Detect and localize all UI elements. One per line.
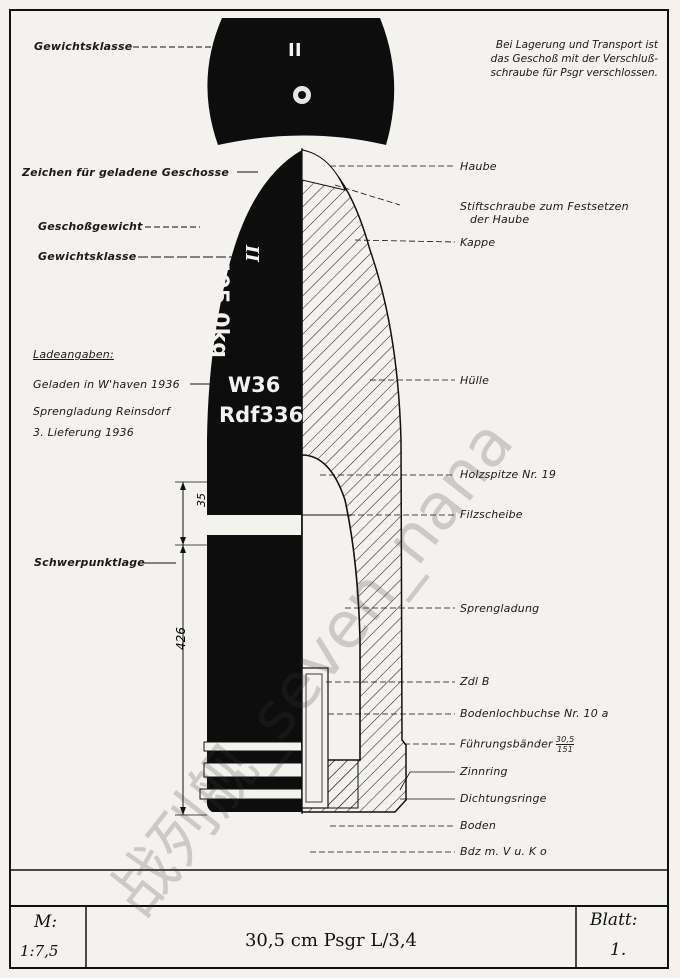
label-weight-class: Gewichtsklasse: [38, 250, 137, 263]
drawing-title: 30,5 cm Psgr L/3,4: [244, 930, 418, 951]
w-code-mark: W36: [228, 373, 281, 397]
label-cap2: Kappe: [460, 236, 496, 249]
label-shell-weight: Geschoßgewicht: [38, 220, 143, 233]
top-weight-class-mark: II: [288, 40, 302, 61]
label-base-fuze: Bdz m. V u. K o: [460, 845, 547, 858]
label-explosive-line2: 3. Lieferung 1936: [33, 426, 134, 439]
label-center-of-gravity: Schwerpunktlage: [34, 556, 145, 569]
label-cap: Haube: [460, 160, 497, 173]
label-setscrew-line1: Stiftschraube zum Festsetzen: [460, 200, 629, 213]
scale-label: M:: [34, 912, 58, 932]
label-base: Boden: [460, 819, 496, 832]
scale-value: 1:7,5: [20, 942, 59, 960]
label-felt-disc: Filzscheibe: [460, 508, 523, 521]
label-zdl: Zdl B: [460, 675, 490, 688]
label-body: Hülle: [460, 374, 490, 387]
weight-band: [207, 515, 302, 535]
shell-exterior: [206, 150, 302, 812]
label-explosive-charge: Sprengladung: [460, 602, 540, 615]
weight-class-mark: II: [241, 245, 262, 262]
storage-note-line3: schraube für Psgr verschlossen.: [490, 67, 658, 79]
label-weight-class-top: Gewichtsklasse: [34, 40, 133, 53]
label-sealing-rings: Dichtungsringe: [460, 792, 547, 805]
sheet-value: 1.: [610, 940, 627, 960]
nose-top-view: [207, 18, 395, 145]
label-explosive-line1: Sprengladung Reinsdorf: [33, 405, 171, 418]
storage-note-line2: das Geschoß mit der Verschluß-: [490, 53, 658, 65]
storage-note-line1: Bei Lagerung und Transport ist: [495, 39, 658, 51]
dimension-upper: 35: [195, 493, 208, 507]
shell-weight-mark: 405,0kg: [207, 258, 232, 358]
dimension-lower: 426: [174, 627, 188, 650]
label-setscrew-line2: der Haube: [470, 213, 530, 226]
label-loaded-at: Geladen in W'haven 1936: [33, 378, 180, 391]
rdf-code-mark: Rdf336: [219, 403, 304, 427]
label-driving-bands-text: Führungsbänder: [460, 737, 553, 751]
label-tin-ring: Zinnring: [460, 765, 508, 778]
sheet-label: Blatt:: [590, 910, 638, 930]
outer-frame: [9, 9, 669, 969]
label-loading-header: Ladeangaben:: [33, 348, 114, 361]
storage-note: Bei Lagerung und Transport ist das Gesch…: [448, 38, 658, 80]
label-wood-tip: Holzspitze Nr. 19: [460, 468, 557, 481]
label-loaded-mark: Zeichen für geladene Geschosse: [22, 166, 230, 179]
label-base-bush: Bodenlochbuchse Nr. 10 a: [460, 707, 609, 720]
